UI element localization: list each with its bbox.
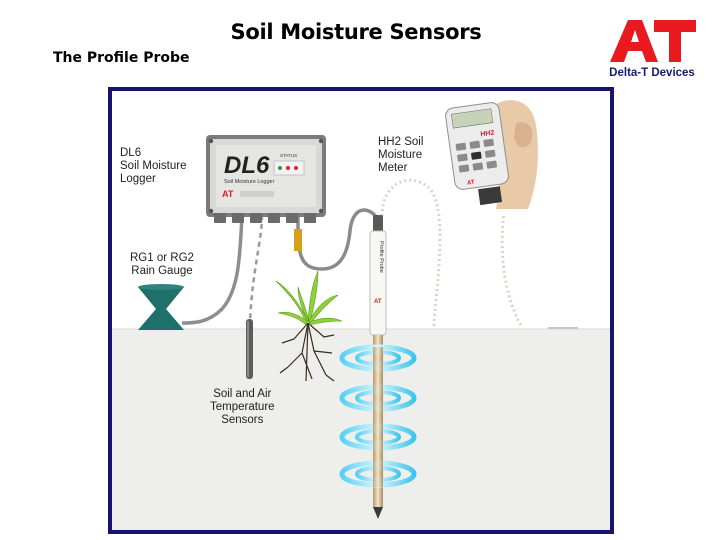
logger-model: DL6 [224,152,270,179]
page-subtitle: The Profile Probe [53,50,190,66]
diagram-frame: DL6 Soil Moisture Logger STATUS AT [108,87,614,534]
temperature-sensors-label: Soil and Air Temperature Sensors [210,388,275,426]
delta-t-logo-icon [610,20,696,62]
hh2-meter-device: HH2 AT [445,100,540,213]
probe-cable [296,208,380,271]
moisture-rings [339,344,417,488]
temp-sensor-cable [248,214,264,324]
page-title: Soil Moisture Sensors [230,20,482,44]
rain-gauge-cable [181,213,244,325]
logger-brand: AT [222,189,234,199]
logger-status: STATUS [280,153,297,158]
rain-gauge-label: RG1 or RG2 Rain Gauge [130,252,194,277]
dl6-logger-device: DL6 Soil Moisture Logger STATUS AT [206,135,326,223]
logger-label: DL6 Soil Moisture Logger [120,147,187,185]
company-name: Delta-T Devices [609,67,695,79]
logger-caption: Soil Moisture Logger [224,179,275,185]
diagram-scene: DL6 Soil Moisture Logger STATUS AT [112,100,610,530]
probe-brand: AT [374,299,382,305]
meter-brand: AT [467,180,476,187]
probe-label: Profile Probe [378,241,384,273]
plant-icon [275,270,343,382]
rain-gauge-icon [138,284,184,330]
meter-model: HH2 [480,129,495,138]
meter-cable [380,178,442,328]
temperature-sensor-icon [246,319,253,379]
meter-label: HH2 Soil Moisture Meter [378,136,424,174]
